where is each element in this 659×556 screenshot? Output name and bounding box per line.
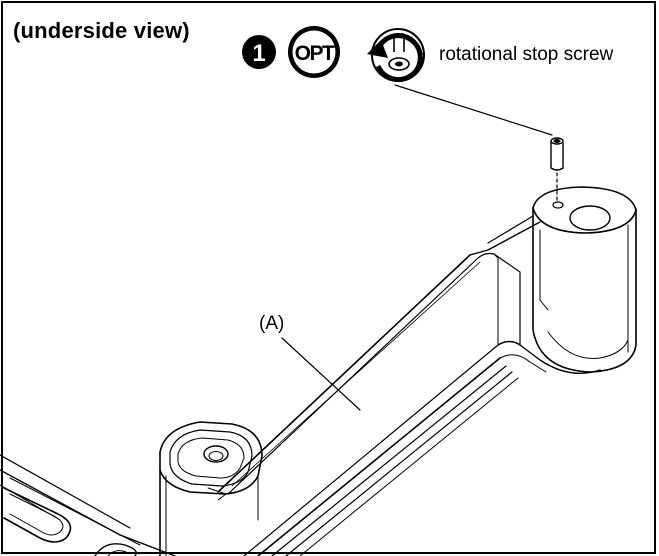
screw-label: rotational stop screw	[439, 44, 614, 65]
base-plate	[0, 454, 176, 556]
screw-leader-line	[394, 84, 553, 136]
opt-badge-icon: OPT	[288, 26, 340, 78]
right-cylinder	[532, 186, 637, 373]
step-number: 1	[252, 40, 265, 67]
part-a-label: (A)	[259, 313, 285, 334]
part-a-leader-line	[281, 337, 361, 411]
opt-label: OPT	[295, 42, 335, 65]
number-1-circle-icon: 1	[242, 35, 276, 69]
arm-a	[217, 215, 601, 556]
stop-screw	[550, 137, 564, 201]
left-pivot-boss	[159, 421, 263, 556]
rotate-counterclockwise-screw-icon	[367, 28, 425, 83]
view-label: (underside view)	[13, 18, 190, 43]
